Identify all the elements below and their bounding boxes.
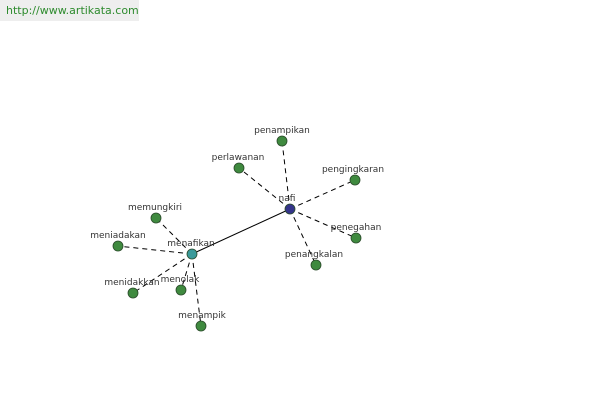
node-dot-penegahan[interactable] [350,232,362,244]
node-penangkalan[interactable]: penangkalan [285,250,343,271]
node-label-perlawanan: perlawanan [212,153,265,163]
node-label-nafi: nafi [279,194,296,204]
node-dot-menidakkan[interactable] [127,287,139,299]
node-label-menampik: menampik [178,311,227,321]
node-penampikan[interactable]: penampikan [254,126,310,147]
node-dot-menampik[interactable] [195,320,207,332]
node-menampik[interactable]: menampik [178,311,227,332]
edge-nafi-pengingkaran [289,179,356,210]
node-penegahan[interactable]: penegahan [331,223,382,244]
node-meniadakan[interactable]: meniadakan [90,231,146,252]
node-label-menidakkan: menidakkan [104,278,159,288]
node-dot-nafi[interactable] [284,203,296,215]
node-label-menafikan: menafikan [167,239,214,249]
node-menolak[interactable]: menolak [161,275,201,296]
edges-layer [117,140,357,327]
node-label-penangkalan: penangkalan [285,250,343,260]
edge-nafi-penangkalan [289,208,317,266]
node-dot-menolak[interactable] [175,284,187,296]
node-dot-menafikan[interactable] [186,248,198,260]
node-dot-perlawanan[interactable] [233,162,245,174]
node-perlawanan[interactable]: perlawanan [212,153,265,174]
node-dot-pengingkaran[interactable] [349,174,361,186]
edge-nafi-penampikan [281,140,291,210]
node-pengingkaran[interactable]: pengingkaran [322,165,384,186]
node-label-memungkiri: memungkiri [128,203,182,213]
edge-menafikan-meniadakan [117,245,193,255]
edge-nafi-penegahan [289,208,357,239]
site-link[interactable]: http://www.artikata.com [0,0,139,21]
node-label-penegahan: penegahan [331,223,382,233]
edge-nafi-perlawanan [238,167,291,210]
nodes-layer: penampikan perlawanan pengingkaran penegaha… [90,126,384,332]
node-nafi[interactable]: nafi [279,194,296,215]
node-label-menolak: menolak [161,275,201,285]
node-menafikan[interactable]: menafikan [167,239,215,260]
node-dot-meniadakan[interactable] [112,240,124,252]
node-memungkiri[interactable]: memungkiri [128,203,182,224]
edge-menafikan-menolak [180,253,193,291]
node-dot-penampikan[interactable] [276,135,288,147]
edge-menafikan-menidakkan [132,253,193,294]
node-menidakkan[interactable]: menidakkan [104,278,160,299]
node-dot-penangkalan[interactable] [310,259,322,271]
node-label-pengingkaran: pengingkaran [322,165,384,175]
node-label-meniadakan: meniadakan [90,231,146,241]
node-label-penampikan: penampikan [254,126,310,136]
edge-nafi-menafikan [191,208,291,255]
node-dot-memungkiri[interactable] [150,212,162,224]
edge-menafikan-menampik [191,253,202,327]
